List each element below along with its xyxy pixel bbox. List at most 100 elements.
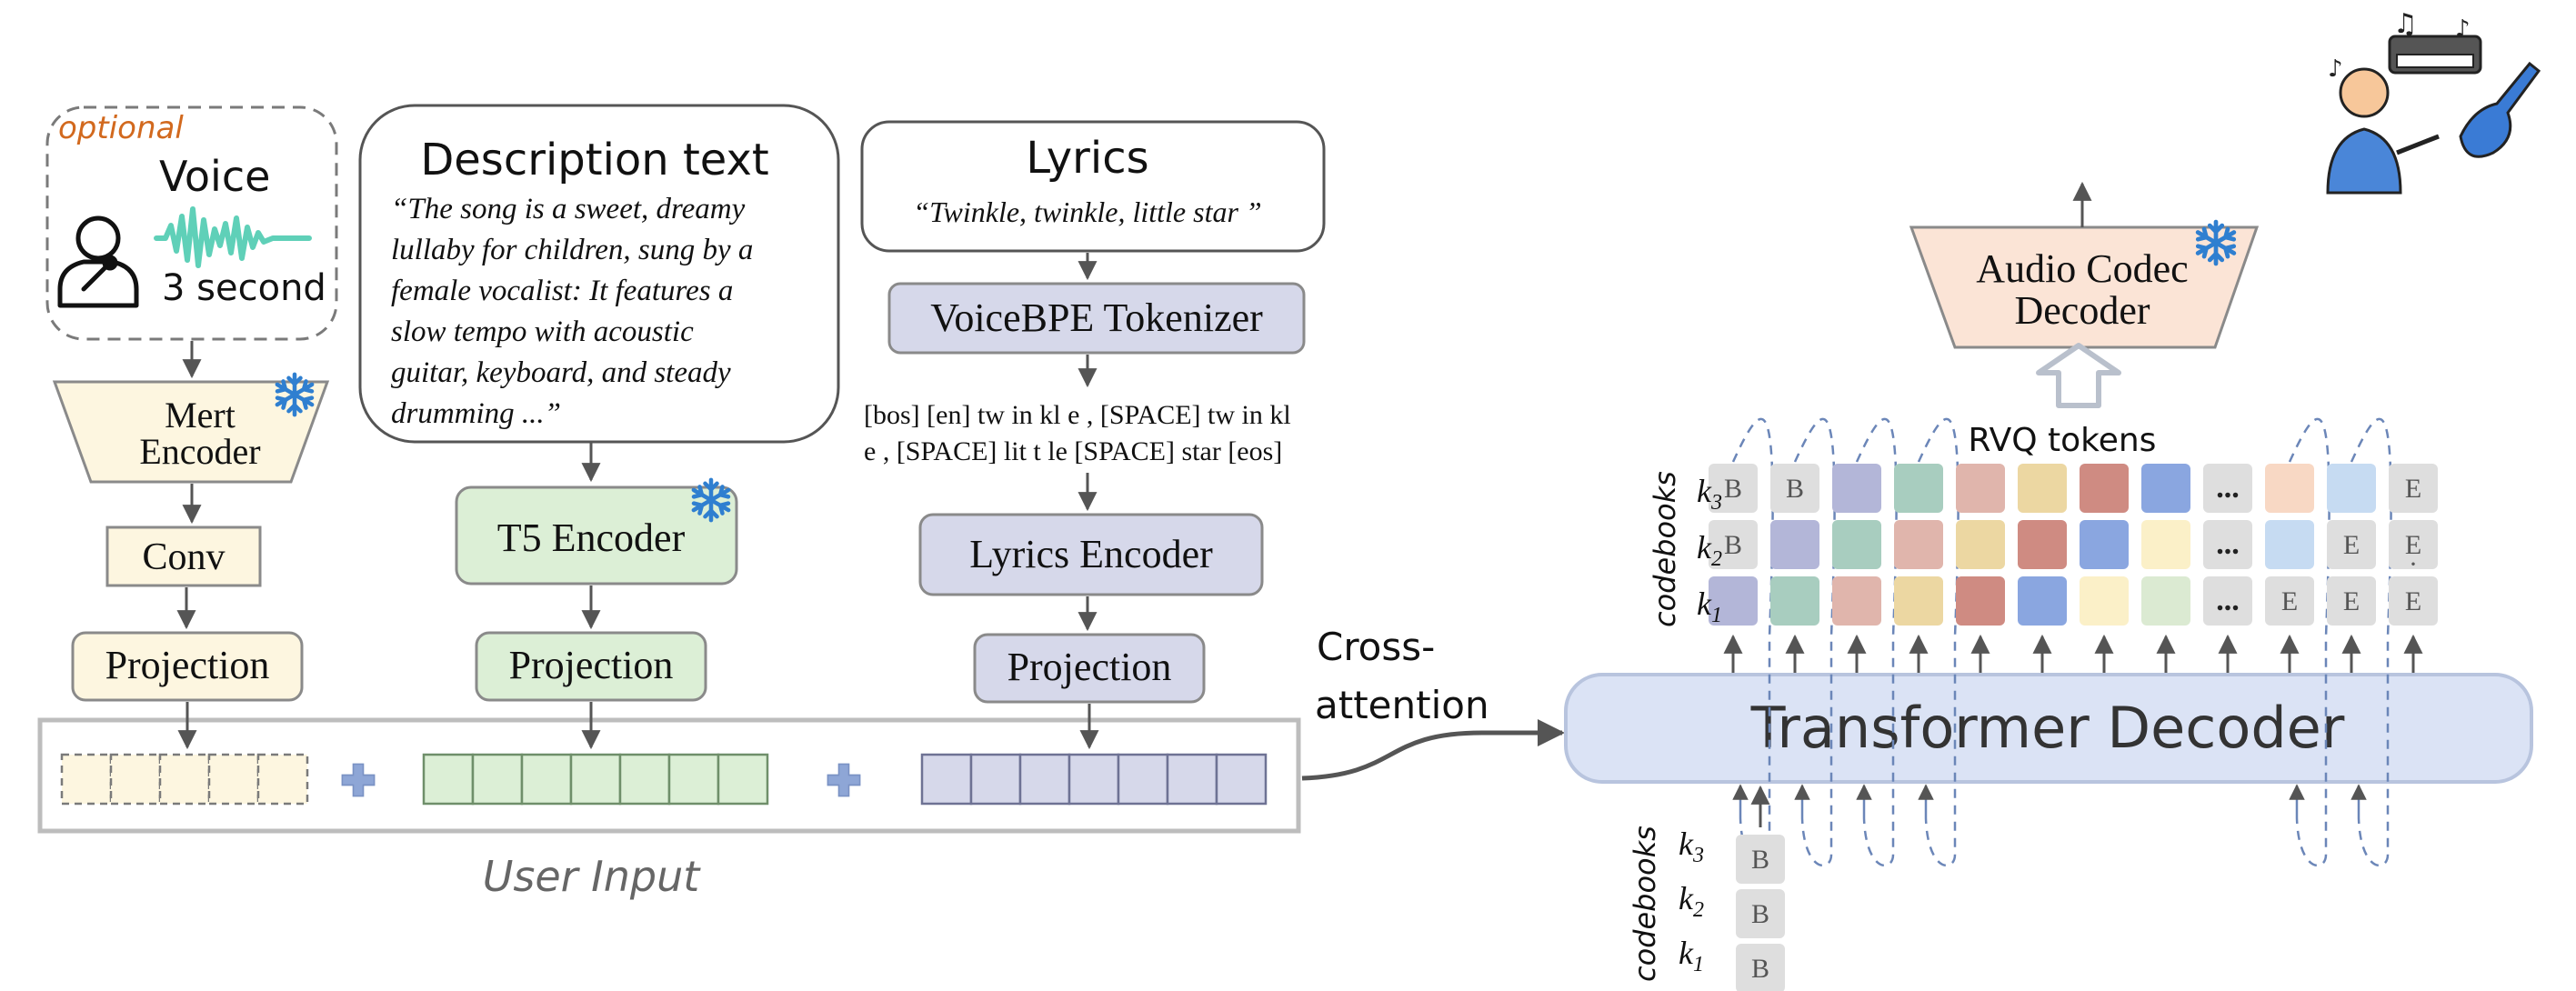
rvq-token — [2203, 520, 2252, 569]
input-token-label: B — [1751, 899, 1769, 929]
input-token — [1736, 835, 1785, 884]
svg-text:♪: ♪ — [2328, 55, 2343, 83]
optional-label: optional — [58, 110, 184, 146]
t5-encoder-box — [455, 485, 738, 586]
rvq-token — [1956, 520, 2005, 569]
codebooks-label-upper: codebooks — [1648, 471, 1682, 627]
rvq-token-label: E — [2343, 530, 2360, 560]
rvq-token — [2265, 576, 2314, 626]
rvq-token — [2203, 464, 2252, 513]
audio-codec-line1: Audio Codec — [1976, 246, 2188, 291]
rvq-token — [1770, 520, 1819, 569]
rvq-token — [1894, 576, 1943, 626]
rvq-token — [1832, 464, 1881, 513]
rvq-token — [2389, 520, 2438, 569]
voice-projection-box — [71, 631, 304, 702]
audio-codec-line2: Decoder — [2014, 288, 2150, 333]
rvq-token — [2203, 576, 2252, 626]
rvq-token — [1832, 520, 1881, 569]
lyrics-projection-box — [973, 633, 1206, 704]
voice-title: Voice — [159, 152, 270, 201]
output-audio-waveform — [1825, 15, 2293, 217]
codebooks-label-lower: codebooks — [1628, 826, 1662, 982]
rvq-token — [1770, 576, 1819, 626]
input-token-label: B — [1751, 954, 1769, 984]
lyrics-body: “Twinkle, twinkle, little star ” — [913, 195, 1261, 228]
description-projection-label: Projection — [509, 643, 674, 687]
lower-k-labels: k3 k2 k1 — [1679, 826, 1704, 976]
k3-label: k3 — [1697, 473, 1722, 515]
k2-label: k2 — [1697, 529, 1722, 571]
rvq-token — [2327, 520, 2376, 569]
upper-k-labels: k3 k2 k1 — [1697, 473, 1722, 627]
voice-embedding-cells — [60, 753, 309, 806]
cross-attention-line2: attention — [1315, 683, 1489, 727]
rvq-token — [2018, 576, 2067, 626]
rvq-dot: · — [2409, 549, 2418, 579]
conv-box — [105, 526, 262, 587]
rvq-token — [2141, 520, 2190, 569]
description-embedding-cells — [422, 753, 769, 806]
k3-label-lower: k3 — [1679, 826, 1704, 867]
k2-label-lower: k2 — [1679, 880, 1704, 922]
rvq-token — [2141, 464, 2190, 513]
svg-text:♪: ♪ — [2455, 15, 2471, 43]
rvq-token-label: E — [2281, 586, 2298, 616]
rvq-token-label: B — [1724, 530, 1742, 560]
plus-icon — [341, 763, 376, 797]
rvq-token — [2265, 464, 2314, 513]
mert-encoder-line1: Mert — [165, 395, 236, 435]
lyrics-embedding-cells — [920, 753, 1268, 806]
input-token-label: B — [1751, 845, 1769, 875]
waveform-icon — [154, 206, 312, 268]
lyrics-title: Lyrics — [1026, 133, 1148, 184]
rvq-token — [2265, 520, 2314, 569]
person-microphone-icon — [57, 215, 139, 308]
rvq-token — [1956, 576, 2005, 626]
t5-encoder-label: T5 Encoder — [497, 516, 686, 560]
voice-duration: 3 second — [162, 267, 326, 309]
rvq-token — [1709, 464, 1758, 513]
plus-icon — [827, 763, 861, 797]
rvq-token — [1894, 520, 1943, 569]
cross-attention-line1: Cross- — [1317, 625, 1435, 669]
user-input-label: User Input — [483, 852, 702, 901]
lyrics-panel — [860, 120, 1326, 253]
rvq-token — [1832, 576, 1881, 626]
lyrics-encoder-label: Lyrics Encoder — [969, 532, 1213, 576]
k1-label: k1 — [1697, 586, 1722, 627]
description-panel — [358, 104, 840, 444]
tokenizer-label: VoiceBPE Tokenizer — [930, 295, 1263, 340]
rvq-token-label: B — [1786, 474, 1804, 504]
rvq-token-label: B — [1724, 474, 1742, 504]
rvq-token — [1956, 464, 2005, 513]
rvq-token — [1709, 576, 1758, 626]
input-token — [1736, 944, 1785, 991]
svg-text:♫: ♫ — [2393, 8, 2418, 40]
input-token-column: BBB — [1736, 835, 1785, 991]
voice-projection-label: Projection — [105, 643, 270, 687]
rvq-tokens-label: RVQ tokens — [1969, 422, 2157, 459]
rvq-token-label: ... — [2216, 471, 2240, 505]
rvq-token-label: ... — [2216, 527, 2240, 561]
rvq-token-label: ... — [2216, 584, 2240, 617]
rvq-to-codec-arrow — [2036, 343, 2121, 408]
description-body: “The song is a sweet, dreamy lullaby for… — [391, 193, 754, 430]
mert-encoder-line2: Encoder — [139, 431, 260, 472]
tokenizer-box — [887, 282, 1306, 355]
mert-encoder — [52, 380, 330, 484]
rvq-token-label: E — [2343, 586, 2360, 616]
decoder-output-arrows — [1723, 634, 2423, 673]
k1-label-lower: k1 — [1679, 935, 1704, 976]
cross-attention-arrow — [1301, 719, 1565, 781]
description-projection-box — [475, 631, 707, 702]
token-line-1: [bos] [en] tw in kl e , [SPACE] tw in kl — [864, 400, 1291, 430]
rvq-token — [1770, 464, 1819, 513]
rvq-token — [1709, 520, 1758, 569]
rvq-token — [2327, 576, 2376, 626]
rvq-token — [2018, 520, 2067, 569]
lyrics-projection-label: Projection — [1007, 645, 1172, 689]
transformer-decoder-label: Transformer Decoder — [1750, 695, 2345, 761]
